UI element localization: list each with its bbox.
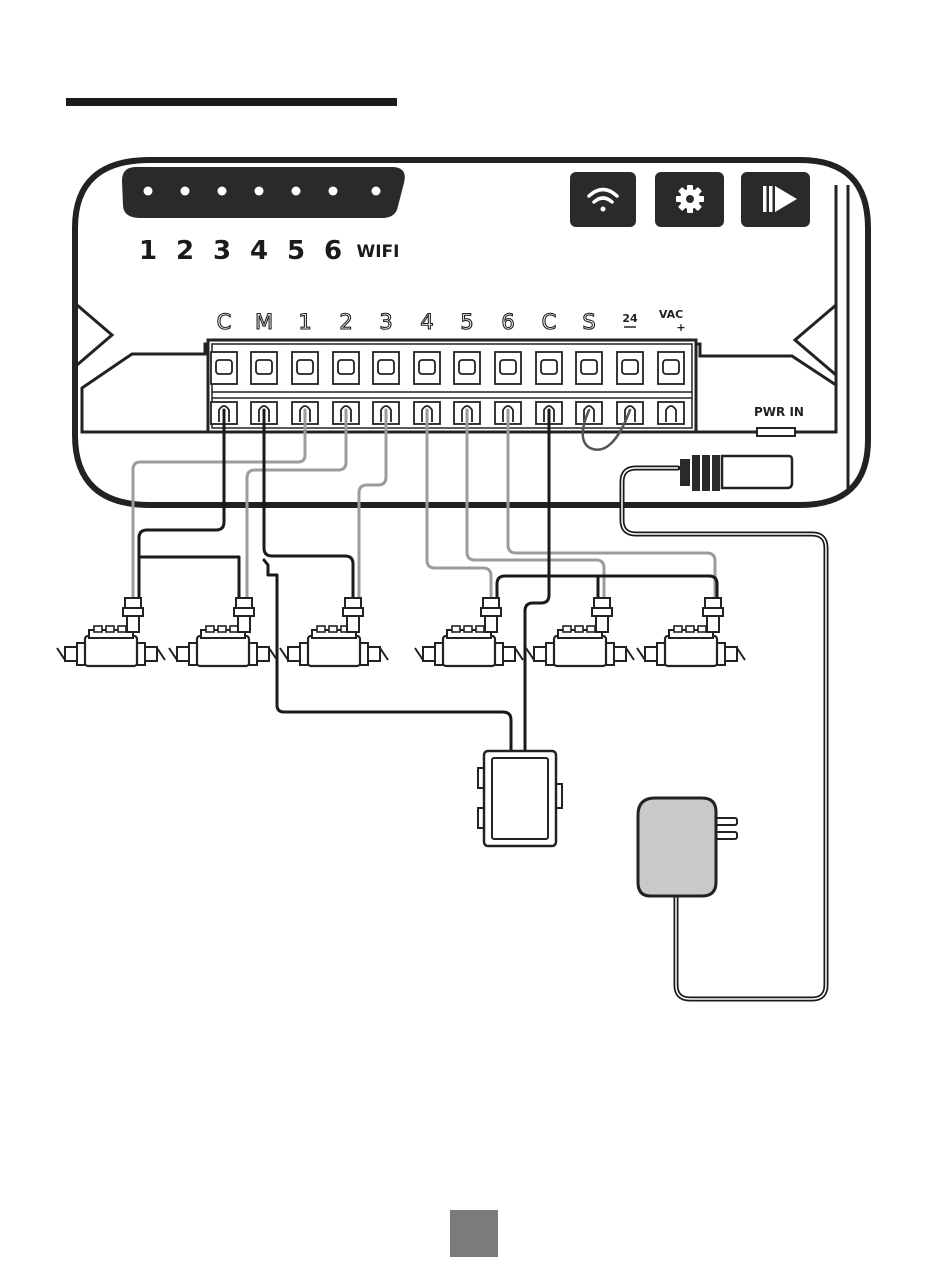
pwr-in-label: PWR IN (754, 405, 804, 419)
terminal-label-m: M (255, 310, 273, 334)
led-zone-5 (292, 187, 301, 196)
gear-icon (676, 185, 704, 213)
header-rule (66, 98, 397, 106)
zone-label-4: 4 (250, 236, 268, 266)
valve-3 (280, 598, 388, 666)
led-zone-4 (255, 187, 264, 196)
led-strip (122, 167, 405, 218)
terminal-label-c2: C (542, 310, 557, 334)
wifi-label: WIFI (356, 242, 399, 262)
terminal-label-6: 6 (501, 310, 514, 334)
valve-6 (637, 598, 745, 666)
wire-common-valve-2 (141, 557, 239, 598)
led-zone-6 (329, 187, 338, 196)
valves (57, 598, 745, 666)
zone-label-5: 5 (287, 236, 305, 266)
wire-power-cable-core (622, 468, 826, 999)
page-number-chip (450, 1210, 498, 1257)
terminal-label-c1: C (217, 310, 232, 334)
led-wifi (372, 187, 381, 196)
terminal-block (208, 340, 696, 432)
zone-label-2: 2 (176, 236, 194, 266)
run-button[interactable] (741, 172, 810, 227)
zone-label-3: 3 (213, 236, 231, 266)
zone-label-1: 1 (139, 236, 157, 266)
terminal-label-2: 2 (339, 310, 352, 334)
wire-common-bus-right (497, 576, 717, 598)
power-plug (680, 455, 792, 491)
terminal-label-5: 5 (460, 310, 473, 334)
valve-1 (57, 598, 165, 666)
terminal-label-plus: + (676, 321, 685, 334)
terminal-label-3: 3 (379, 310, 392, 334)
settings-button[interactable] (655, 172, 724, 227)
power-adapter (638, 798, 737, 896)
terminal-label-s: S (582, 310, 595, 334)
wire-power-cable (622, 468, 826, 999)
valve-4 (415, 598, 523, 666)
led-zone-3 (218, 187, 227, 196)
valve-5 (526, 598, 634, 666)
led-zone-1 (144, 187, 153, 196)
terminal-label-24: 24 (622, 312, 638, 325)
terminal-label-4: 4 (420, 310, 433, 334)
terminal-label-1: 1 (298, 310, 311, 334)
junction-box (478, 751, 562, 846)
pwr-in-port (757, 428, 795, 436)
wifi-button[interactable] (570, 172, 636, 227)
terminal-label-vac: VAC (659, 308, 683, 321)
zone-label-6: 6 (324, 236, 342, 266)
valve-2 (169, 598, 277, 666)
led-zone-2 (181, 187, 190, 196)
